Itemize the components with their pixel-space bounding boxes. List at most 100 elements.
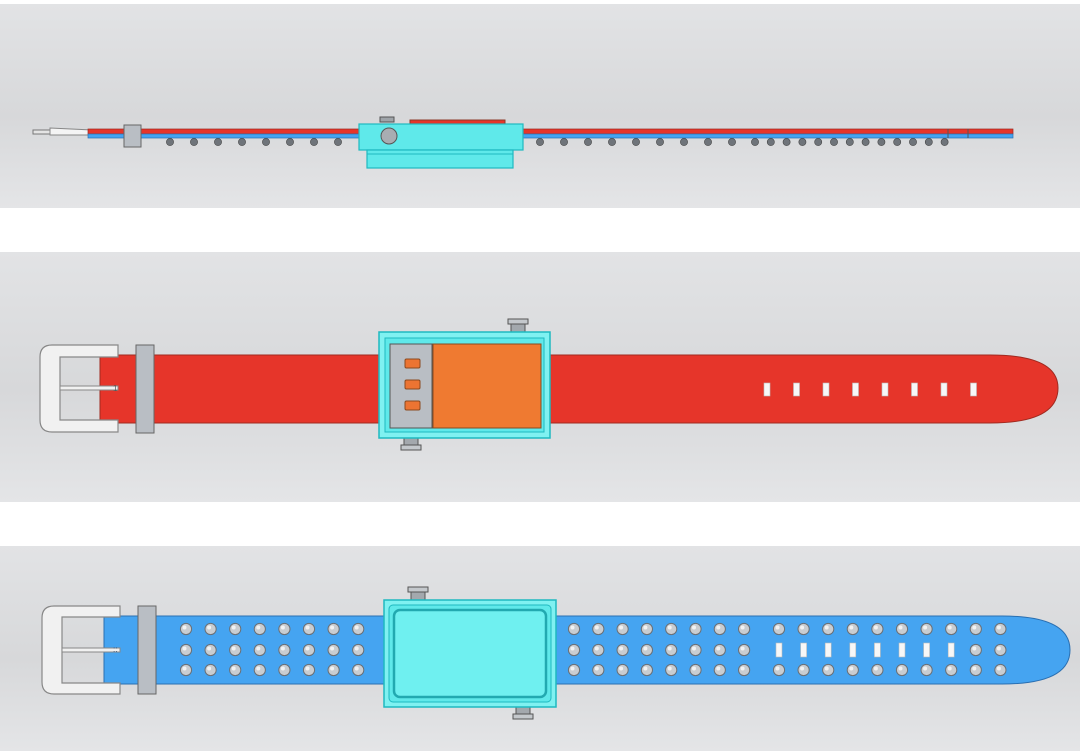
stud (166, 138, 174, 146)
stud (567, 663, 581, 677)
stud (861, 138, 870, 146)
stud (214, 138, 222, 146)
stud (302, 643, 316, 657)
stud (567, 643, 581, 657)
buckle-side (49, 127, 93, 136)
stud (713, 643, 726, 657)
stud (592, 663, 605, 677)
svg-text:::: :: (113, 645, 117, 654)
stud (190, 138, 198, 146)
slot-hole (923, 642, 930, 658)
stud (822, 663, 835, 677)
stud (278, 622, 291, 636)
stud (616, 643, 629, 657)
stud (772, 622, 786, 636)
slot-hole (947, 642, 955, 658)
stud (822, 622, 835, 636)
stud (229, 643, 242, 657)
stud (920, 663, 933, 677)
slot-hole (849, 642, 857, 658)
stud (713, 622, 726, 636)
bottom-view-drawing: :: (41, 586, 1071, 720)
svg-text:1: 1 (113, 384, 118, 393)
stud (592, 622, 605, 636)
buckle-pin (61, 647, 121, 653)
stud (797, 663, 810, 677)
stud (327, 622, 340, 636)
strap-holes (763, 382, 977, 397)
stud (327, 663, 340, 677)
stud (689, 622, 702, 636)
stud (179, 643, 193, 657)
stud (738, 663, 751, 677)
strap-hole (793, 382, 800, 397)
strap-hole (822, 382, 830, 397)
strap-keeper (135, 344, 155, 434)
button-1-icon (404, 358, 421, 369)
stud (689, 663, 702, 677)
stud (616, 663, 629, 677)
strap-keeper (123, 124, 142, 148)
strap-hole (970, 382, 977, 397)
stud (665, 643, 678, 657)
stud (253, 643, 266, 657)
stud (536, 138, 544, 146)
side-view-drawing (32, 116, 1014, 169)
stud (994, 622, 1007, 636)
stud (253, 663, 266, 677)
stud (782, 138, 791, 146)
stud (179, 663, 193, 677)
stud (798, 138, 807, 146)
stud (302, 663, 316, 677)
stud (846, 663, 859, 677)
stud (772, 663, 786, 677)
stud (689, 643, 702, 657)
stud (665, 622, 678, 636)
orange-display (432, 343, 542, 429)
button-2-icon (404, 379, 421, 390)
stud (567, 622, 581, 636)
stud (204, 643, 217, 657)
side-studs (166, 138, 949, 146)
slot-hole (898, 642, 906, 658)
stud (969, 622, 982, 636)
strap-hole (852, 382, 859, 397)
stud (994, 643, 1007, 657)
stud (680, 138, 688, 146)
stud (909, 138, 917, 146)
stud (229, 663, 242, 677)
stud (278, 663, 291, 677)
stud (302, 622, 316, 636)
stud (895, 622, 909, 636)
stud (334, 138, 342, 146)
stud (632, 138, 640, 146)
stud (352, 643, 365, 657)
strap-hole (911, 382, 918, 397)
stud (640, 643, 654, 657)
stud (204, 622, 217, 636)
stud (895, 663, 909, 677)
stud (352, 622, 365, 636)
stud (592, 643, 605, 657)
case-back-plate (392, 608, 548, 699)
buckle-pin (59, 385, 119, 391)
strap-top-layer (87, 128, 1014, 135)
slot-hole (800, 642, 807, 658)
stud (871, 622, 884, 636)
stud (969, 643, 982, 657)
strap-hole (763, 382, 771, 397)
stud (665, 663, 678, 677)
red-strap (99, 354, 1059, 424)
stud (584, 138, 592, 146)
stud (940, 138, 949, 146)
slot-hole (874, 642, 881, 658)
stud (830, 138, 838, 146)
stud (352, 663, 365, 677)
stud (713, 663, 726, 677)
stud (969, 663, 982, 677)
stud (797, 622, 810, 636)
slot-hole (824, 642, 832, 658)
top-view-panel: 1 (0, 252, 1080, 502)
stud (814, 138, 823, 146)
stud (327, 643, 340, 657)
